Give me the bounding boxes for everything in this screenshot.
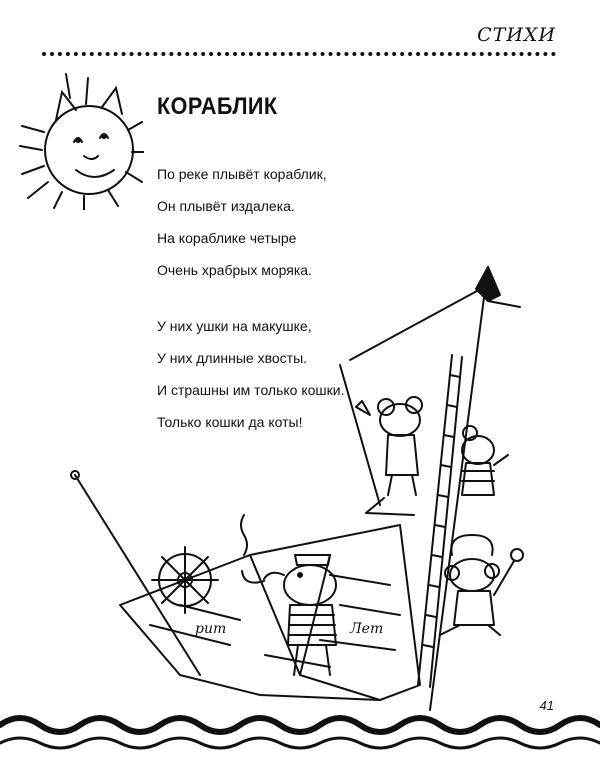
poem-line: У них длинные хвосты.: [157, 350, 308, 366]
page-number: 41: [539, 698, 554, 713]
section-label: СТИХИ: [477, 24, 556, 46]
poem-line: И страшны им только кошки.: [157, 382, 345, 398]
poem-title: КОРАБЛИК: [157, 93, 278, 120]
poem-line: Очень храбрых моряка.: [157, 262, 312, 278]
newspaper-text: рит: [195, 621, 226, 637]
stanza: У них ушки на макушке, У них длинные хво…: [157, 310, 344, 438]
poem-body: По реке плывёт кораблик, Он плывёт издал…: [157, 158, 344, 462]
sun-cat-icon: [19, 73, 144, 210]
newspaper-text: Лет: [349, 621, 383, 637]
poem-line: У них ушки на макушке,: [157, 318, 312, 334]
dotted-rule: [42, 52, 556, 56]
paper-boat-illustration: рит Лет: [0, 266, 600, 750]
poem-line: Он плывёт издалека.: [157, 198, 295, 214]
poem-line: По реке плывёт кораблик,: [157, 166, 327, 182]
poem-line: На кораблике четыре: [157, 230, 297, 246]
poem-line: Только кошки да коты!: [157, 414, 303, 430]
stanza: По реке плывёт кораблик, Он плывёт издал…: [157, 158, 344, 286]
